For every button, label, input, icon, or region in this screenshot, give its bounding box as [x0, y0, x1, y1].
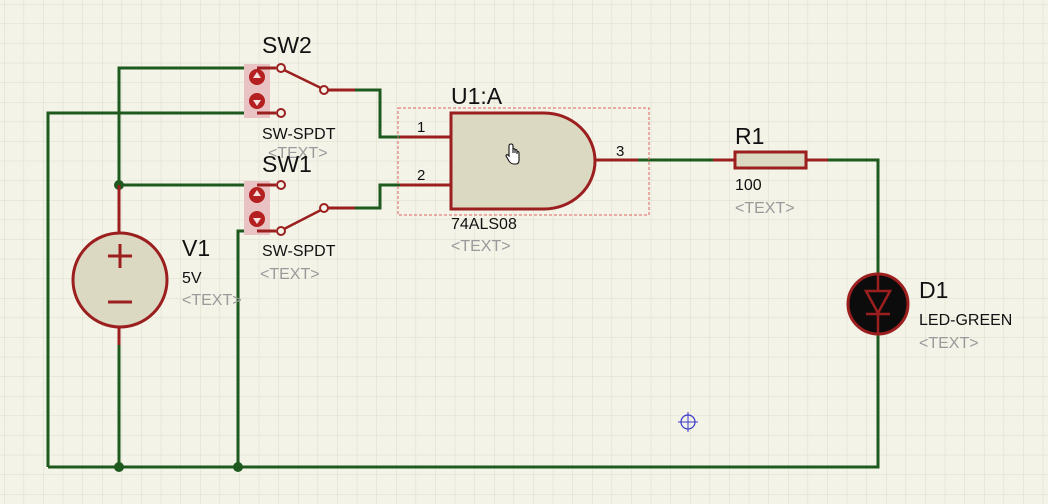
sw1-blade	[283, 208, 322, 231]
u1-pin1-number: 1	[417, 119, 425, 136]
sw2-toggle-up-button[interactable]	[249, 69, 265, 85]
sw2-upper-contact	[276, 63, 286, 73]
junction-dot	[114, 462, 124, 472]
u1-value-label: 74ALS08	[451, 216, 517, 233]
v1-source-body	[71, 231, 169, 329]
sw2-text-label: <TEXT>	[268, 145, 328, 162]
sw2-value-label: SW-SPDT	[262, 126, 336, 143]
junction-dot	[233, 462, 243, 472]
v1-text-label: <TEXT>	[182, 292, 242, 309]
origin-marker-icon	[678, 412, 698, 432]
u1-pin3-number: 3	[616, 143, 624, 160]
wire-r1-to-d1[interactable]	[828, 158, 880, 275]
wires[interactable]	[46, 66, 880, 472]
wire-sw1-to-u1-pin2[interactable]	[355, 183, 400, 210]
sw1-text-label: <TEXT>	[260, 266, 320, 283]
sw1-toggle-up-button[interactable]	[249, 187, 265, 203]
component-d1[interactable]: D1 LED-GREEN <TEXT>	[846, 272, 1012, 352]
sw2-toggle-down-button[interactable]	[249, 93, 265, 109]
component-v1[interactable]: V1 5V <TEXT>	[71, 185, 242, 345]
sw2-blade	[283, 68, 322, 90]
r1-ref-label: R1	[735, 123, 764, 149]
sw1-toggle-down-button[interactable]	[249, 211, 265, 227]
r1-text-label: <TEXT>	[735, 200, 795, 217]
wire-bottom-rail[interactable]	[48, 332, 880, 469]
sw1-value-label: SW-SPDT	[262, 243, 336, 260]
v1-value-label: 5V	[182, 270, 202, 287]
sw1-lower-contact	[276, 226, 286, 236]
r1-resistor-body	[733, 150, 808, 170]
wire-v1-pos-rail[interactable]	[117, 66, 257, 235]
u1-pin2-number: 2	[417, 167, 425, 184]
sw1-ref-label: SW1	[262, 151, 312, 177]
d1-text-label: <TEXT>	[919, 335, 979, 352]
component-sw1[interactable]: SW1 SW-SPDT <TEXT>	[244, 151, 355, 283]
plus-icon	[108, 244, 132, 268]
wire-sw2-to-u1-pin1[interactable]	[355, 88, 400, 139]
sw2-lower-contact	[276, 108, 286, 118]
wire-sw2-lower-gnd[interactable]	[46, 111, 257, 467]
component-sw2[interactable]: SW2 SW-SPDT <TEXT>	[244, 32, 355, 162]
u1-selection-box	[397, 107, 650, 216]
d1-ref-label: D1	[919, 277, 948, 303]
sw2-ref-label: SW2	[262, 32, 312, 58]
sw1-upper-contact	[276, 180, 286, 190]
component-u1[interactable]: U1:A 1 2 3 74ALS08 <TEXT>	[397, 83, 650, 255]
component-r1[interactable]: R1 100 <TEXT>	[713, 123, 828, 217]
r1-value-label: 100	[735, 177, 762, 194]
u1-ref-label: U1:A	[451, 83, 503, 109]
sw1-common-contact	[319, 203, 329, 213]
hand-cursor-icon	[505, 143, 520, 165]
d1-diode-triangle	[863, 289, 893, 316]
sw2-common-contact	[319, 85, 329, 95]
u1-text-label: <TEXT>	[451, 238, 511, 255]
d1-value-label: LED-GREEN	[919, 312, 1012, 329]
v1-ref-label: V1	[182, 235, 210, 261]
u1-and-gate-body	[449, 111, 597, 211]
